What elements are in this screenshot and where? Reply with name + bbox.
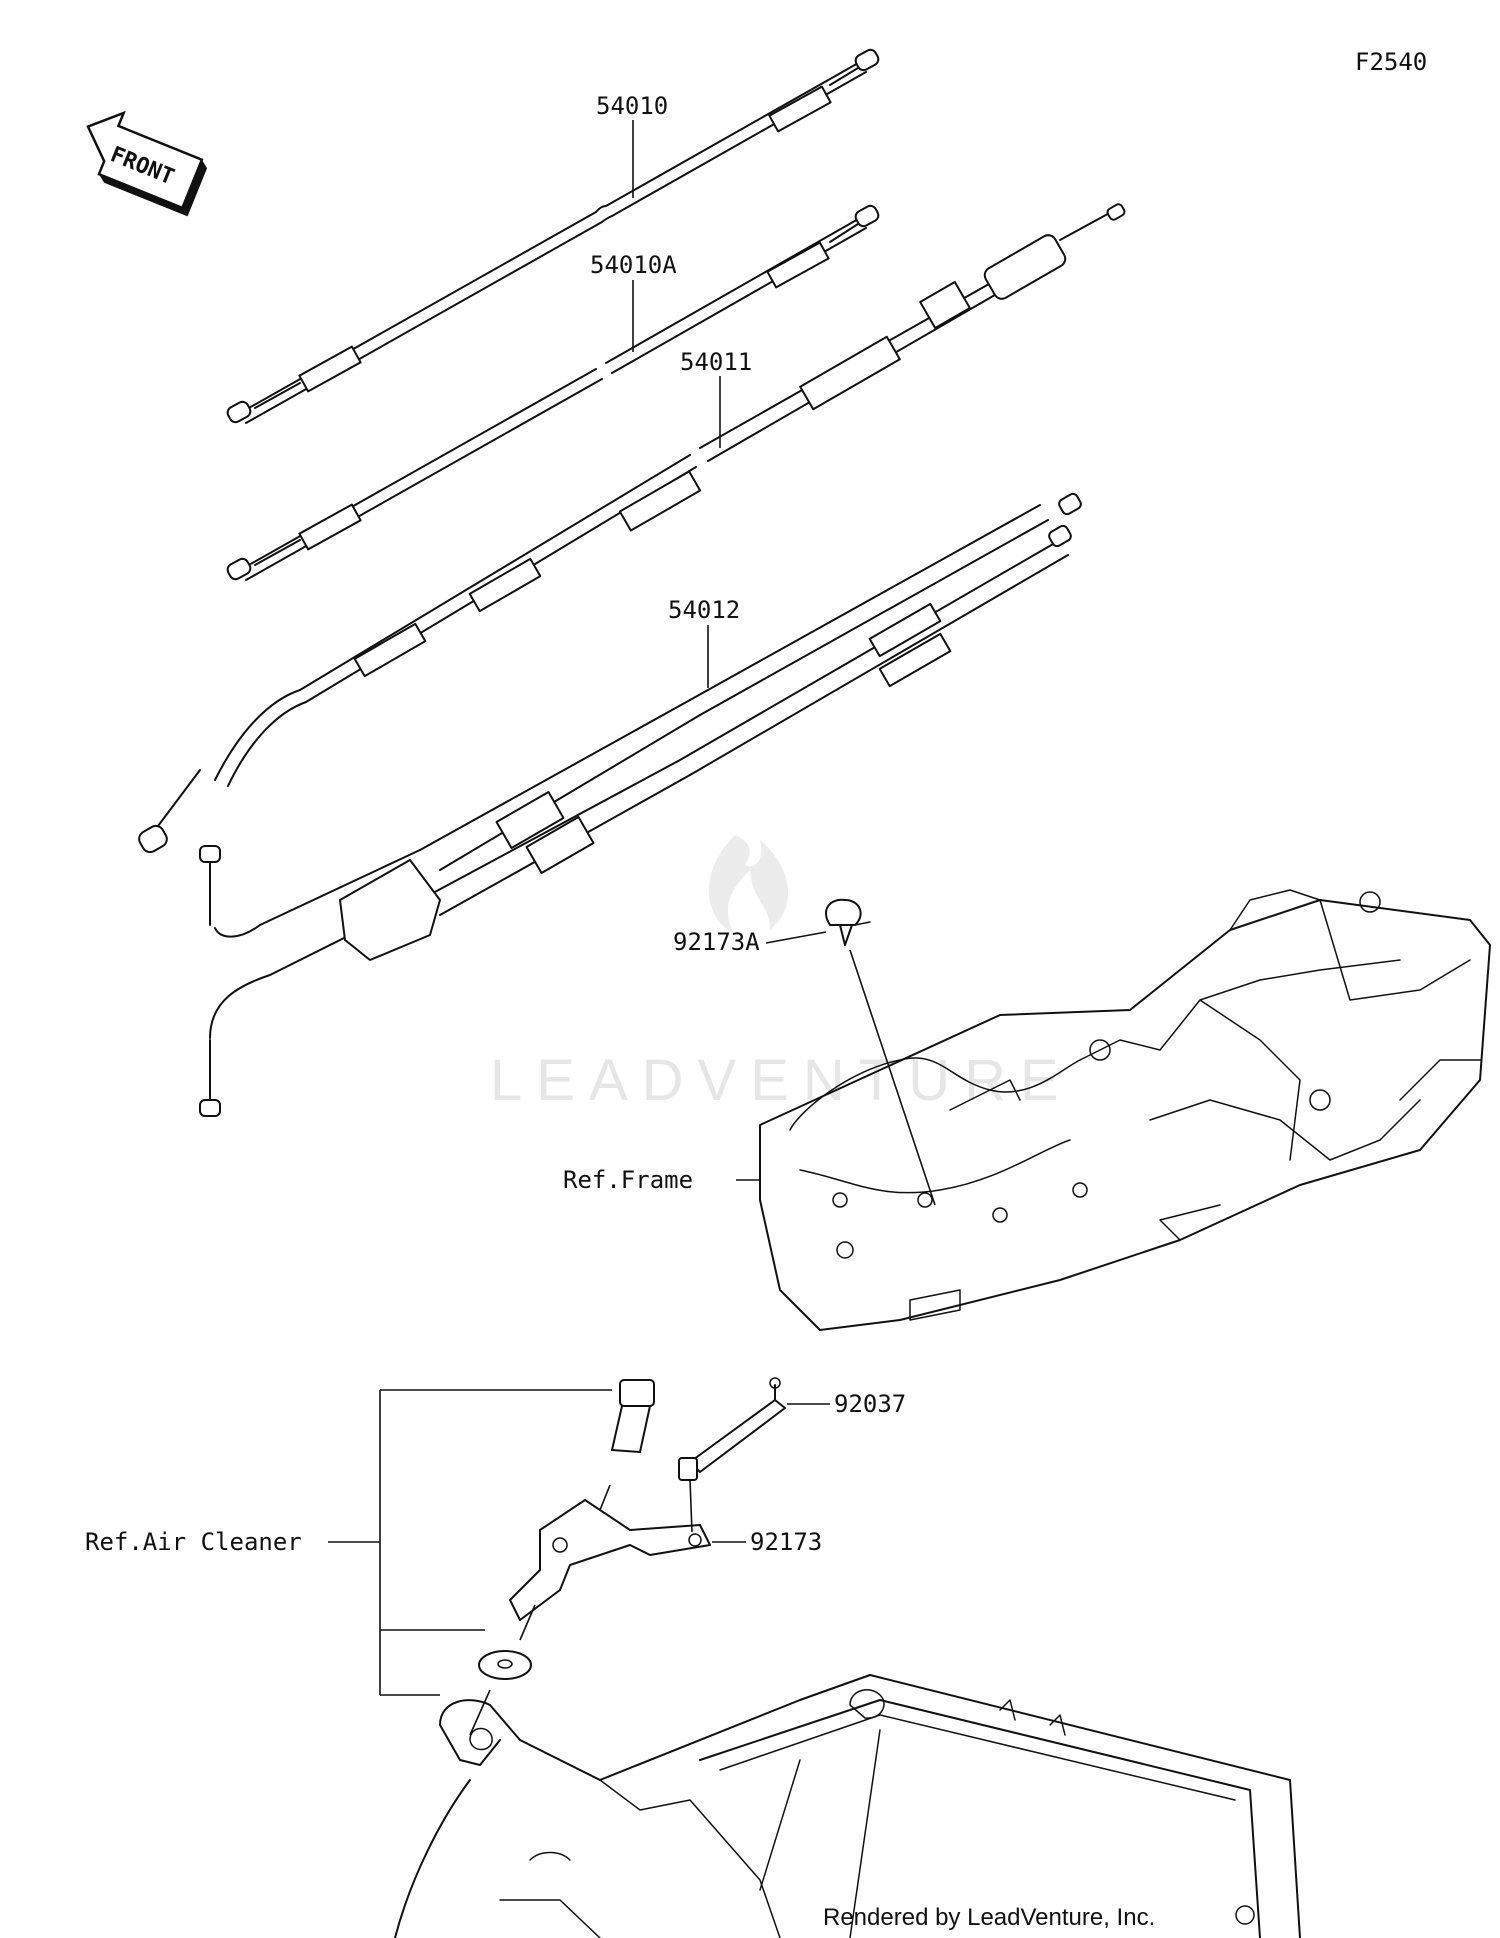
label-54012: 54012: [668, 596, 740, 624]
cable-54012[interactable]: [199, 492, 1083, 1117]
clip-92173A[interactable]: [825, 898, 871, 946]
band-92037[interactable]: [678, 1377, 786, 1481]
label-54010A: 54010A: [590, 251, 677, 279]
cable-54010[interactable]: [226, 48, 881, 425]
bolt[interactable]: [611, 1379, 655, 1453]
air-cleaner-reference: [394, 1674, 1301, 1938]
cable-54010A[interactable]: [226, 204, 881, 582]
label-92173A: 92173A: [673, 928, 760, 956]
label-ref-air-cleaner: Ref.Air Cleaner: [85, 1528, 302, 1556]
frame-reference: [759, 889, 1491, 1331]
label-92173: 92173: [750, 1528, 822, 1556]
label-92037: 92037: [834, 1390, 906, 1418]
leadventure-watermark: LEADVENTURE: [490, 835, 1073, 1113]
figure-code: F2540: [1355, 48, 1427, 76]
label-ref-frame: Ref.Frame: [563, 1166, 693, 1194]
cable-54011[interactable]: [136, 203, 1126, 855]
credit-text: Rendered by LeadVenture, Inc.: [823, 1904, 1155, 1931]
label-54011: 54011: [680, 348, 752, 376]
air-cleaner-leader: [328, 1389, 612, 1696]
watermark-text: LEADVENTURE: [490, 1048, 1073, 1113]
label-54010: 54010: [596, 92, 668, 120]
bracket-92173[interactable]: [509, 1499, 711, 1621]
front-arrow-icon: FRONT: [86, 110, 208, 217]
washer[interactable]: [478, 1650, 532, 1680]
